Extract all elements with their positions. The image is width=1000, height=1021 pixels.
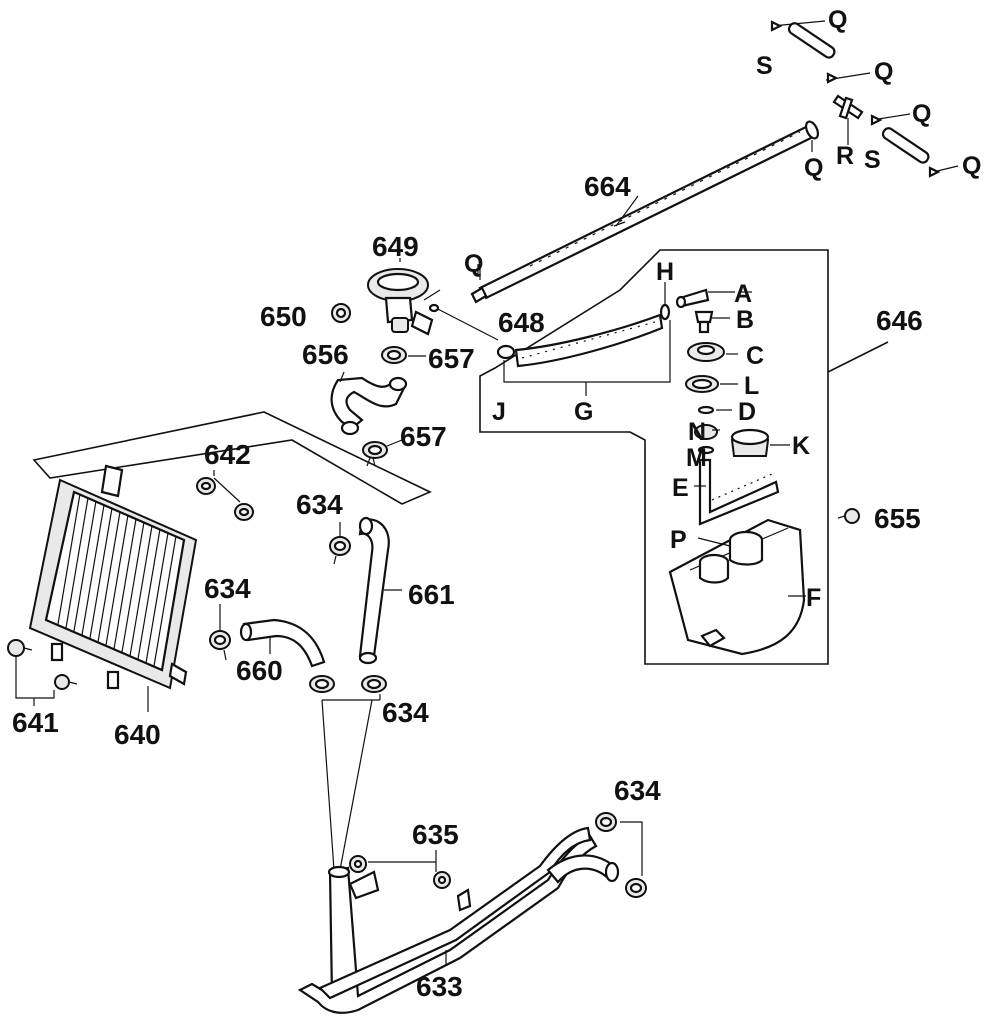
- part-656-hose: [330, 371, 408, 436]
- leader-lines: [477, 195, 790, 547]
- part-642-grommets: [196, 470, 254, 521]
- label-K: K: [792, 432, 810, 460]
- part-A-B-fittings: [675, 288, 735, 334]
- part-E-tube: [698, 458, 780, 526]
- label-661: 661: [408, 579, 455, 610]
- label-N: N: [688, 418, 706, 446]
- label-660: 660: [236, 655, 283, 686]
- part-657-clamps: [362, 346, 426, 467]
- label-650: 650: [260, 301, 307, 332]
- part-C-L-D-N-M: [685, 342, 725, 455]
- part-648-bolt: [410, 303, 499, 341]
- label-657b: 657: [400, 421, 447, 452]
- breather-fittings: [770, 20, 959, 178]
- label-634b: 634: [204, 573, 251, 604]
- label-R: R: [836, 142, 854, 170]
- label-M: M: [686, 444, 707, 472]
- part-661-hose: [358, 516, 402, 665]
- label-634a: 634: [296, 489, 343, 520]
- label-648: 648: [498, 307, 545, 338]
- part-649-housing: [367, 258, 441, 333]
- part-K-cap: [730, 428, 770, 457]
- part-635-nuts: [349, 850, 451, 889]
- part-660-hose: [239, 618, 326, 668]
- label-C: C: [746, 342, 764, 370]
- label-641: 641: [12, 707, 59, 738]
- label-635: 635: [412, 819, 459, 850]
- label-664: 664: [584, 171, 631, 202]
- label-634d: 634: [614, 775, 661, 806]
- label-L: L: [744, 372, 759, 400]
- label-655: 655: [874, 503, 921, 534]
- label-E: E: [672, 474, 689, 502]
- labels: Q S Q Q R S Q Q 664 649 Q H A 650 648 B …: [12, 6, 981, 1002]
- label-D: D: [738, 398, 756, 426]
- label-Q6: Q: [464, 250, 483, 278]
- label-S2: S: [864, 146, 881, 174]
- label-G: G: [574, 398, 593, 426]
- label-646: 646: [876, 305, 923, 336]
- part-650-nut: [331, 303, 351, 323]
- label-Q1: Q: [828, 6, 847, 34]
- part-633-pipe: [297, 826, 620, 1014]
- label-S1: S: [756, 52, 773, 80]
- label-F: F: [806, 584, 821, 612]
- part-640-radiator: [28, 411, 432, 712]
- part-655-bolt: [837, 508, 860, 524]
- part-G-hose: [496, 282, 671, 396]
- label-634c: 634: [382, 697, 429, 728]
- part-646-outline: [479, 249, 889, 665]
- label-A: A: [734, 280, 752, 308]
- label-656: 656: [302, 339, 349, 370]
- label-Q4: Q: [804, 154, 823, 182]
- label-B: B: [736, 306, 754, 334]
- label-H: H: [656, 258, 674, 286]
- label-Q3: Q: [912, 100, 931, 128]
- label-633: 633: [416, 971, 463, 1002]
- part-664-tube: [470, 120, 820, 304]
- label-P: P: [670, 526, 687, 554]
- part-641-bolts: [7, 639, 78, 706]
- label-642: 642: [204, 439, 251, 470]
- part-F-tank: [668, 518, 806, 656]
- label-J: J: [492, 398, 506, 426]
- label-Q5: Q: [962, 152, 981, 180]
- label-640: 640: [114, 719, 161, 750]
- part-634-clamps: [209, 522, 647, 898]
- label-Q2: Q: [874, 58, 893, 86]
- label-649: 649: [372, 231, 419, 262]
- label-657a: 657: [428, 343, 475, 374]
